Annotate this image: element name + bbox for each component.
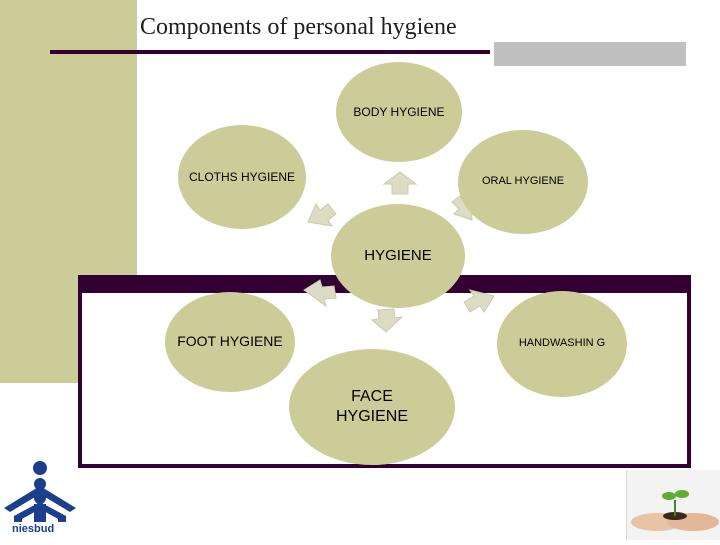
seedling-icon xyxy=(631,490,719,531)
arrow-to-body xyxy=(382,171,418,195)
node-face-hygiene: FACE HYGIENE xyxy=(289,349,455,465)
hands-seedling-image xyxy=(626,470,720,540)
arrow-to-foot xyxy=(303,279,337,308)
title-gray-bar xyxy=(494,42,686,66)
title-underline xyxy=(50,50,490,54)
node-cloths-hygiene: CLOTHS HYGIENE xyxy=(178,125,306,229)
node-foot-hygiene: FOOT HYGIENE xyxy=(165,292,295,392)
slide-title: Components of personal hygiene xyxy=(140,14,457,40)
arrow-to-handwashing xyxy=(463,289,495,313)
arrow-to-face xyxy=(370,308,404,333)
node-body-hygiene: BODY HYGIENE xyxy=(336,62,462,162)
node-handwashing-hygiene: HANDWASHIN G xyxy=(497,291,627,397)
node-center-hygiene: HYGIENE xyxy=(331,204,465,308)
arrow-to-cloths xyxy=(307,202,337,227)
node-oral-hygiene: ORAL HYGIENE xyxy=(458,130,588,234)
logo-wordmark: niesbud xyxy=(12,523,55,535)
niesbud-logo xyxy=(4,461,76,522)
